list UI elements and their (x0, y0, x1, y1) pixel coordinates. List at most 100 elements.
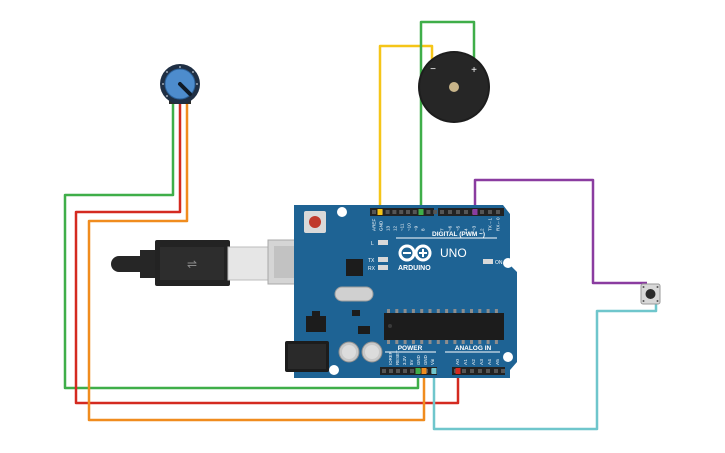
chip-leg (395, 309, 399, 313)
potentiometer[interactable] (160, 64, 200, 104)
wire-endpoint[interactable] (377, 209, 383, 215)
usb-cable[interactable]: ⇌ (111, 239, 327, 286)
power-jack[interactable] (285, 341, 329, 372)
wire-endpoint[interactable] (455, 368, 461, 374)
top-pin-label: ~3 (472, 225, 477, 231)
power-pin-label: 5V (409, 360, 414, 365)
top-pin-label: ~9 (414, 225, 419, 231)
header-pin-hole[interactable] (382, 369, 386, 373)
top-pin-label: 7 (440, 228, 445, 231)
header-pin-hole[interactable] (385, 210, 390, 214)
chip-leg (453, 309, 457, 313)
header-pin-hole[interactable] (462, 369, 466, 373)
power-pin-label: Vin (430, 358, 435, 365)
arduino-logo-icon (398, 244, 432, 262)
header-pin-hole[interactable] (426, 210, 431, 214)
top-pin-label: ~6 (448, 225, 453, 231)
top-pin-label: 4 (464, 228, 469, 231)
top-pin-label: ~10 (407, 223, 412, 231)
header-pin-hole[interactable] (392, 210, 397, 214)
chip-leg (387, 340, 390, 344)
potentiometer-knob-indicator (178, 82, 192, 96)
top-pin-label: 12 (393, 225, 398, 231)
capacitors (338, 341, 383, 363)
header-pin-hole[interactable] (488, 210, 492, 214)
chip-leg (494, 309, 498, 313)
header-pin-hole[interactable] (464, 210, 468, 214)
wire-endpoint[interactable] (418, 209, 424, 215)
chip-leg (470, 340, 473, 344)
header-pin-hole[interactable] (501, 369, 505, 373)
top-pin-label: TX→1 (488, 218, 493, 231)
mounting-hole (503, 352, 513, 362)
usb-chip (346, 259, 363, 276)
header-pin-hole[interactable] (440, 210, 444, 214)
top-pin-label: 2 (480, 228, 485, 231)
header-pin-hole[interactable] (478, 369, 482, 373)
chip-leg (478, 340, 482, 344)
chip-leg (420, 340, 424, 344)
header-pin-hole[interactable] (396, 369, 400, 373)
chip-leg (478, 309, 482, 313)
chip-leg (420, 309, 424, 313)
header-pin-hole[interactable] (406, 210, 410, 214)
wire-cyan-button[interactable] (432, 303, 658, 431)
voltage-regulator (306, 311, 326, 332)
power-pin-label: RESET (395, 350, 400, 365)
header-pin-hole[interactable] (403, 369, 407, 373)
analog-pin-label: A1 (463, 359, 469, 365)
analog-pin-label: A2 (471, 359, 477, 365)
wire-green-pot[interactable] (63, 101, 420, 390)
wire-orange-pot[interactable] (87, 101, 426, 422)
header-pin-hole[interactable] (433, 210, 438, 214)
wires (63, 20, 658, 431)
wire-endpoint[interactable] (431, 368, 437, 374)
chip-leg (470, 309, 473, 313)
header-pin-hole[interactable] (372, 210, 376, 214)
top-pin-label: AREF (372, 219, 377, 231)
chip-leg (486, 309, 490, 313)
push-button[interactable] (640, 283, 661, 305)
crystal-oscillator (334, 286, 374, 302)
chip-leg (445, 340, 449, 344)
wire-yellow-buzzer[interactable] (378, 44, 434, 211)
header-pin-hole[interactable] (412, 210, 417, 214)
top-pin-label: GND (379, 220, 384, 231)
digital-header-label: DIGITAL (PWM ~) (432, 231, 485, 238)
power-pin-label: GND (423, 355, 428, 365)
power-pin-label: GND (416, 355, 421, 365)
header-pin-hole[interactable] (494, 369, 498, 373)
wire-green-buzzer[interactable] (419, 20, 476, 211)
power-header (380, 367, 437, 375)
header-pin-hole[interactable] (496, 210, 500, 214)
chip-leg (461, 340, 465, 344)
wire-red-pot[interactable] (74, 101, 460, 405)
reset-button[interactable] (304, 211, 326, 233)
header-pin-hole[interactable] (410, 369, 414, 373)
chip-leg (411, 309, 415, 313)
header-pin-hole[interactable] (486, 369, 490, 373)
mounting-hole (503, 258, 513, 268)
header-pin-hole[interactable] (399, 210, 404, 214)
led-tx-label: TX (368, 258, 375, 264)
brand-label: ARDUINO (398, 265, 431, 272)
wire-purple-button[interactable] (473, 178, 647, 285)
led-on-label: ON (495, 260, 503, 266)
wire-endpoint[interactable] (415, 368, 421, 374)
chip-leg (403, 340, 407, 344)
header-pin-hole[interactable] (470, 369, 474, 373)
header-pin-hole[interactable] (456, 210, 460, 214)
chip-leg (445, 309, 449, 313)
top-pin-label: RX←0 (496, 217, 501, 231)
header-pin-hole[interactable] (389, 369, 393, 373)
wire-endpoint[interactable] (421, 368, 427, 374)
piezo-buzzer[interactable]: − + (418, 51, 490, 123)
header-pin-hole[interactable] (448, 210, 452, 214)
buzzer-plus-label: + (471, 65, 477, 76)
chip-leg (395, 340, 399, 344)
wire-endpoint[interactable] (472, 209, 478, 215)
header-pin-hole[interactable] (480, 210, 484, 214)
